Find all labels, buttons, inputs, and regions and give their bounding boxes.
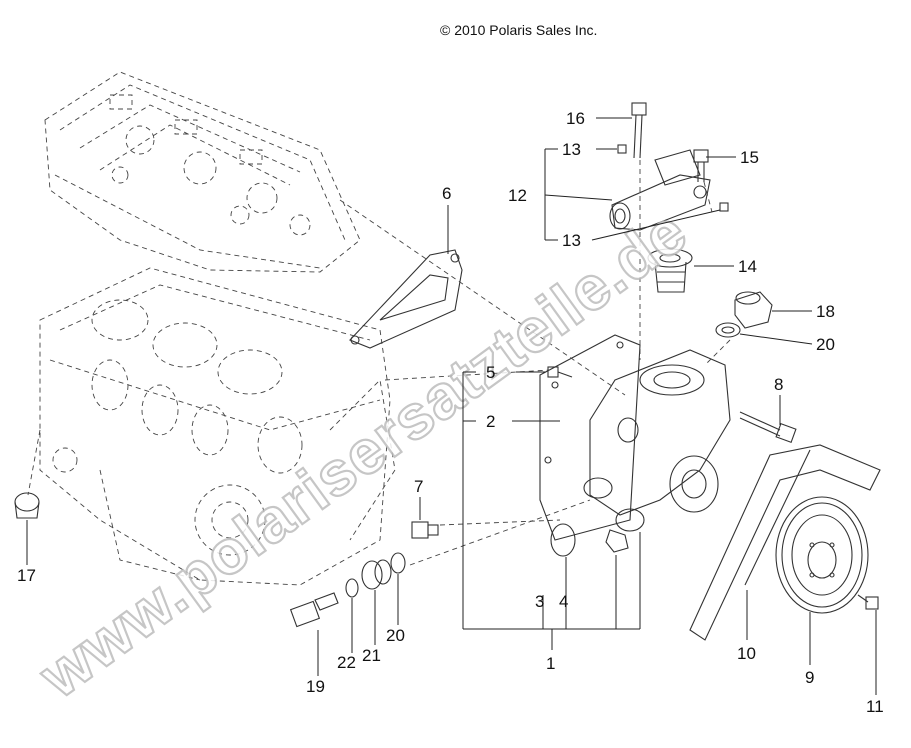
callout-21: 21 <box>362 646 381 665</box>
housing-stud-bolt-part <box>693 149 709 182</box>
sensor-adapter-part <box>361 559 392 590</box>
callout-11: 11 <box>866 697 884 716</box>
callout-14: 14 <box>738 257 757 276</box>
o-ring-large-part <box>550 523 576 557</box>
callout-18: 18 <box>816 302 835 321</box>
pulley-bolt-part <box>857 594 879 610</box>
callout-20-upper: 20 <box>816 335 835 354</box>
temperature-sensor-part <box>289 592 339 628</box>
callout-22: 22 <box>337 653 356 672</box>
callout-13-lower: 13 <box>562 231 581 250</box>
fan-belt-part <box>689 444 881 641</box>
leader-lines <box>26 117 877 695</box>
callout-3: 3 <box>535 592 544 611</box>
cylinder-head-drawing <box>44 71 361 273</box>
callout-9: 9 <box>805 668 814 687</box>
cap-washer-part <box>715 322 741 338</box>
callout-17: 17 <box>17 566 36 585</box>
water-pump-pulley-part <box>775 496 869 614</box>
callout-13-upper: 13 <box>562 140 581 159</box>
housing-plug-upper-part <box>617 144 627 154</box>
housing-plug-lower-part <box>719 202 729 212</box>
water-pump-gasket-part <box>349 249 463 349</box>
water-pump-body-part <box>539 334 731 541</box>
block-plug-part <box>14 492 40 519</box>
pump-bolt-part <box>547 366 573 378</box>
thermostat-part <box>647 248 693 293</box>
adapter-washer-part <box>390 552 406 574</box>
watermark-text: www.polarisersatzteile.de <box>27 197 700 712</box>
callout-7: 7 <box>414 477 423 496</box>
pump-long-bolt-part <box>739 411 797 444</box>
callout-6: 6 <box>442 184 451 203</box>
callout-2: 2 <box>486 412 495 431</box>
callout-4: 4 <box>559 592 568 611</box>
o-ring-small-part <box>605 529 629 553</box>
callout-1: 1 <box>546 654 555 673</box>
housing-bolt-part <box>631 102 647 159</box>
copyright-text: © 2010 Polaris Sales Inc. <box>440 22 598 38</box>
callout-19: 19 <box>306 677 325 696</box>
callout-12: 12 <box>508 186 527 205</box>
callout-labels: 16 15 13 12 13 14 18 20 6 5 2 8 7 17 3 4… <box>17 109 884 716</box>
callout-10: 10 <box>737 644 756 663</box>
thermostat-housing-part <box>609 149 711 231</box>
callout-5: 5 <box>486 363 495 382</box>
callout-16: 16 <box>566 109 585 128</box>
cap-washer-hole <box>721 326 735 334</box>
cap-plug-part <box>734 291 773 329</box>
callout-20-lower: 20 <box>386 626 405 645</box>
callout-15: 15 <box>740 148 759 167</box>
drain-bolt-part <box>411 521 439 539</box>
sensor-washer-part <box>345 578 359 598</box>
callout-8: 8 <box>774 375 783 394</box>
engine-block-drawing <box>39 267 396 586</box>
